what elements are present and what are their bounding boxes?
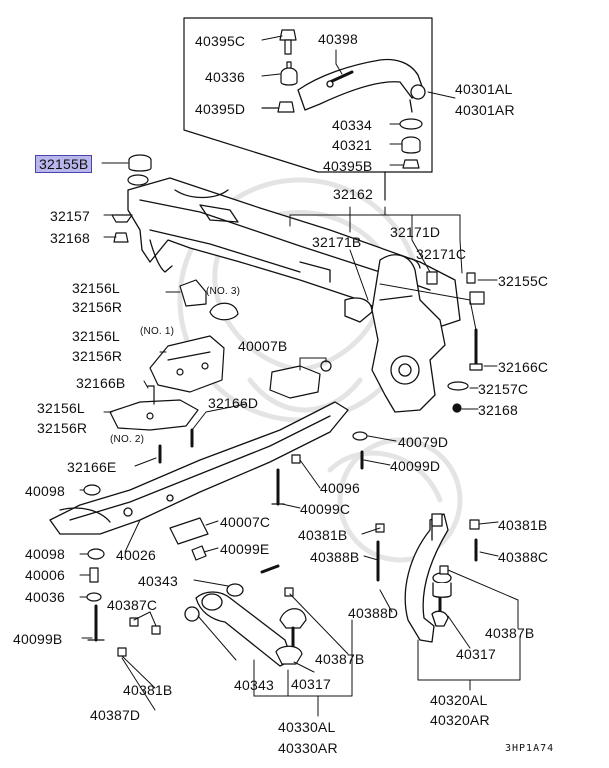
label-40330AR: 40330AR [278, 740, 338, 756]
label-40099C: 40099C [300, 501, 351, 517]
label-40395D: 40395D [195, 101, 246, 117]
label-40381B-r: 40381B [498, 517, 548, 533]
label-32166E: 32166E [67, 459, 117, 475]
figure-code: 3HP1A74 [505, 743, 555, 754]
label-32155C: 32155C [498, 273, 549, 289]
label-32162: 32162 [333, 186, 373, 202]
label-32166D: 32166D [208, 395, 259, 411]
label-40007C: 40007C [220, 514, 271, 530]
label-32156L-no2: 32156L [37, 400, 85, 416]
label-40007B: 40007B [238, 338, 288, 354]
label-40398: 40398 [318, 31, 358, 47]
label-32166C: 32166C [498, 359, 549, 375]
label-32156R-no3: 32156R [72, 299, 123, 315]
label-40099E: 40099E [220, 541, 270, 557]
knuckle [371, 254, 446, 413]
lower-arm-40320 [404, 513, 452, 643]
label-40096: 40096 [320, 480, 360, 496]
bushing-40336 [280, 61, 298, 86]
label-no3: (NO. 3) [206, 286, 241, 297]
label-40301AR: 40301AR [455, 102, 515, 118]
label-40317-c: 40317 [291, 676, 331, 692]
inset-box [183, 17, 433, 173]
label-32156L-no3: 32156L [72, 280, 120, 296]
bracket-no1 [149, 335, 225, 393]
label-32171D: 32171D [390, 224, 441, 240]
label-32171B: 32171B [312, 234, 362, 250]
label-32155B: 32155B [35, 155, 93, 173]
label-40343-b: 40343 [234, 677, 274, 693]
label-40388C: 40388C [498, 549, 549, 565]
mount-40007C [169, 517, 209, 545]
label-40336: 40336 [205, 69, 245, 85]
label-40334: 40334 [332, 117, 372, 133]
label-40387C: 40387C [107, 597, 158, 613]
label-40395B: 40395B [323, 158, 373, 174]
label-40099D: 40099D [390, 458, 441, 474]
label-40036: 40036 [25, 589, 65, 605]
label-40301AL: 40301AL [455, 81, 513, 97]
label-32168: 32168 [50, 230, 90, 246]
label-32156L-no1: 32156L [72, 328, 120, 344]
label-40388B: 40388B [310, 549, 360, 565]
upper-arm [297, 58, 426, 113]
label-40381B-c: 40381B [298, 527, 348, 543]
bolt-40395C [279, 29, 297, 55]
bracket-no3 [179, 279, 239, 321]
nut-40395D [277, 101, 295, 113]
label-32168-r: 32168 [478, 402, 518, 418]
label-40098-a: 40098 [25, 483, 65, 499]
label-40387D: 40387D [90, 707, 141, 723]
label-40387B-c: 40387B [315, 651, 365, 667]
lower-crossmember [49, 401, 349, 535]
label-no2: (NO. 2) [110, 434, 145, 445]
label-40098-b: 40098 [25, 546, 65, 562]
label-40026: 40026 [116, 547, 156, 563]
label-40381B-b: 40381B [123, 682, 173, 698]
label-40320AR: 40320AR [430, 712, 490, 728]
label-40079D: 40079D [398, 434, 449, 450]
label-no1: (NO. 1) [140, 326, 175, 337]
label-40343-a: 40343 [138, 573, 178, 589]
bushing-32155B [127, 154, 152, 186]
label-40006: 40006 [25, 567, 65, 583]
leader-lines [79, 35, 521, 717]
label-40320AL: 40320AL [430, 692, 488, 708]
label-40395C: 40395C [195, 33, 246, 49]
label-32157C: 32157C [478, 381, 529, 397]
label-40330AL: 40330AL [278, 719, 336, 735]
mount-40007B [269, 365, 321, 399]
lower-arm-40343 [184, 583, 293, 667]
label-40317-r: 40317 [456, 646, 496, 662]
label-32156R-no1: 32156R [72, 348, 123, 364]
label-40387B-r: 40387B [485, 625, 535, 641]
bracket-no2 [109, 399, 199, 431]
parts-40334-40321-40395B [399, 118, 423, 169]
label-32166B: 32166B [76, 375, 126, 391]
label-32171C: 32171C [416, 246, 467, 262]
label-32156R-no2: 32156R [37, 420, 88, 436]
label-40388D: 40388D [348, 605, 399, 621]
label-40099B: 40099B [13, 631, 63, 647]
label-32157: 32157 [50, 208, 90, 224]
label-40321: 40321 [332, 137, 372, 153]
